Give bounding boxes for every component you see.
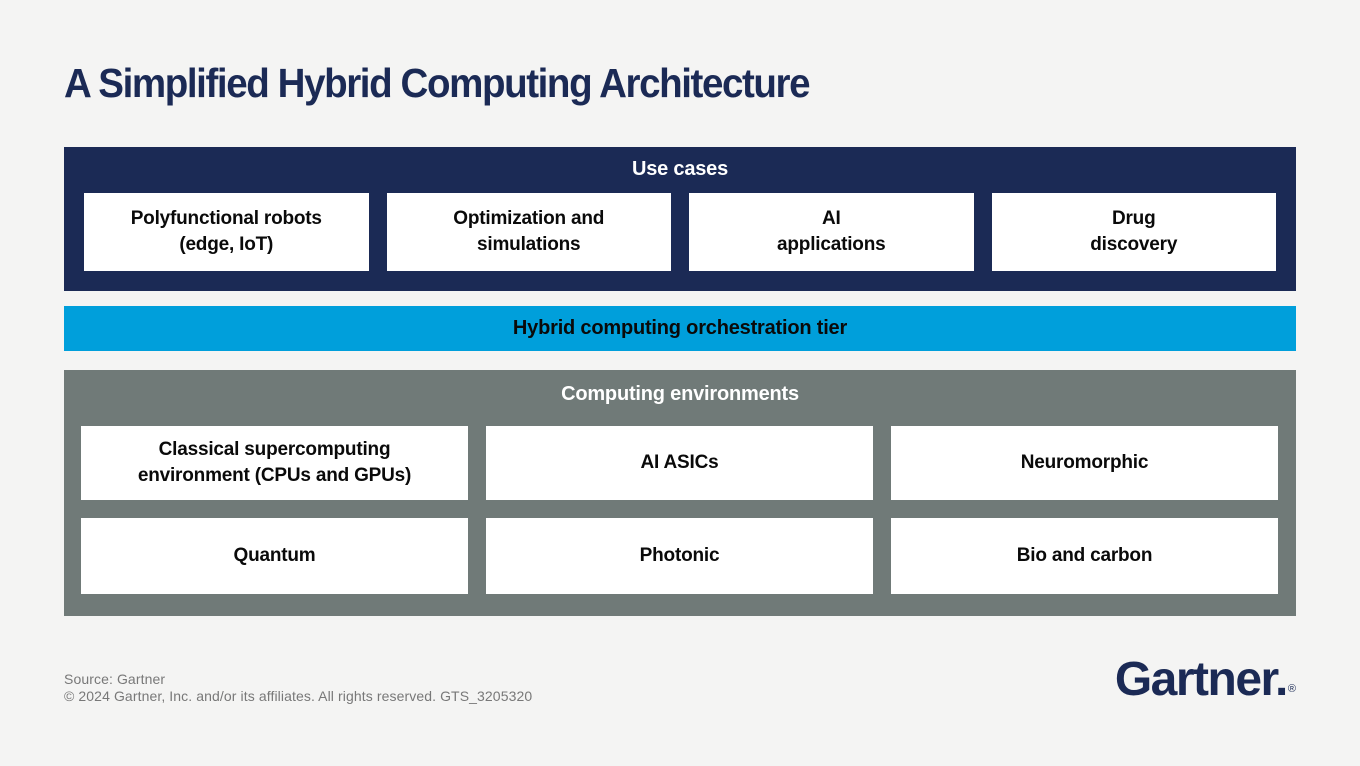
registered-trademark-icon: ® — [1287, 683, 1296, 695]
use-case-box-optimization-simulations: Optimization and simulations — [386, 193, 671, 271]
environment-box-bio-and-carbon: Bio and carbon — [891, 518, 1278, 594]
footer: Source: Gartner © 2024 Gartner, Inc. and… — [64, 671, 532, 705]
environment-box-quantum: Quantum — [81, 518, 468, 594]
use-cases-band: Use cases Polyfunctional robots (edge, I… — [64, 147, 1296, 291]
environment-box-neuromorphic: Neuromorphic — [891, 426, 1278, 500]
footer-copyright: © 2024 Gartner, Inc. and/or its affiliat… — [64, 688, 533, 704]
computing-environments-row-1: Classical supercomputing environment (CP… — [81, 426, 1278, 500]
environment-box-photonic: Photonic — [486, 518, 873, 594]
page-title: A Simplified Hybrid Computing Architectu… — [64, 60, 811, 106]
gartner-logo-text: Gartner. — [1114, 653, 1289, 706]
computing-environments-header: Computing environments — [561, 383, 799, 405]
footer-source: Source: Gartner — [64, 671, 166, 687]
use-case-box-polyfunctional-robots: Polyfunctional robots (edge, IoT) — [84, 193, 369, 271]
computing-environments-band: Computing environments Classical superco… — [64, 370, 1296, 616]
orchestration-tier-label: Hybrid computing orchestration tier — [512, 317, 848, 339]
use-case-box-drug-discovery: Drug discovery — [991, 193, 1276, 271]
use-cases-header: Use cases — [631, 158, 729, 180]
use-case-box-ai-applications: AI applications — [689, 193, 974, 271]
gartner-logo: Gartner.® — [1115, 652, 1296, 707]
orchestration-tier-band: Hybrid computing orchestration tier — [64, 306, 1296, 351]
computing-environments-row-2: Quantum Photonic Bio and carbon — [81, 518, 1278, 594]
use-cases-row: Polyfunctional robots (edge, IoT) Optimi… — [84, 193, 1276, 271]
environment-box-ai-asics: AI ASICs — [486, 426, 873, 500]
environment-box-classical-supercomputing: Classical supercomputing environment (CP… — [81, 426, 468, 500]
